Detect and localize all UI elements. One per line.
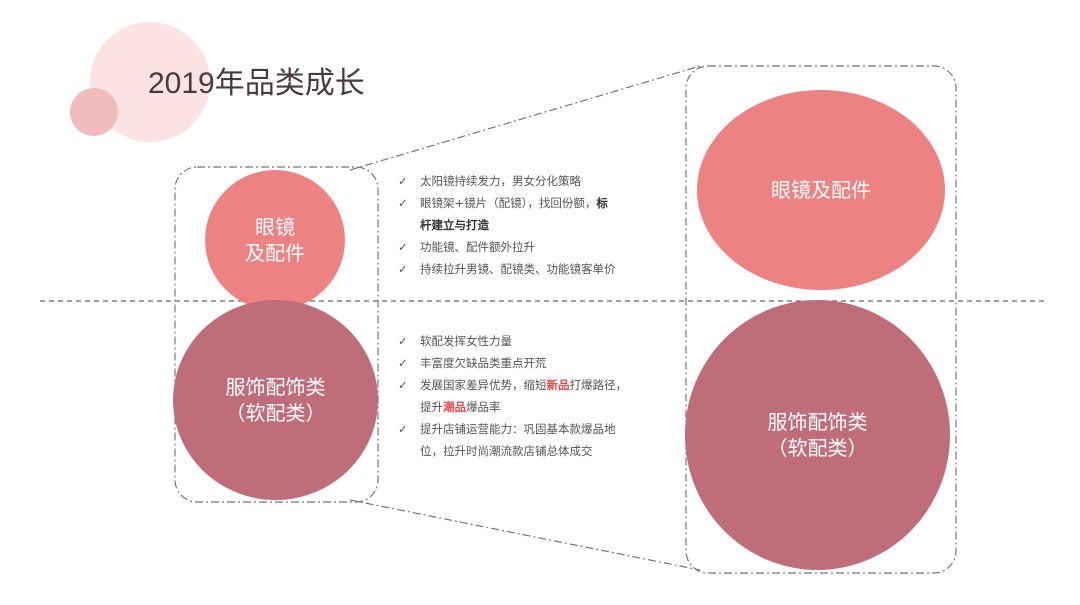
- check-icon: ✓: [398, 196, 408, 210]
- highlight-new-products: 新品: [546, 378, 570, 392]
- glasses-label-large: 眼镜及配件: [771, 178, 871, 202]
- page-title: 2019年品类成长: [148, 67, 365, 100]
- big-group-frame: [685, 65, 957, 574]
- glasses-circle-small: 眼镜 及配件: [205, 170, 345, 310]
- zoom-line-bottom: [349, 499, 701, 571]
- glasses-label-line1: 眼镜: [255, 215, 295, 239]
- apparel-bullet-list: ✓ 软配发挥女性力量 ✓ 丰富度欠缺品类重点开荒 ✓ 发展国家差异优势，缩短新品…: [398, 330, 670, 462]
- list-item: ✓ 提升店铺运营能力：巩固基本款爆品地 位，拉升时尚潮流款店铺总体成交: [398, 418, 670, 462]
- check-icon: ✓: [398, 356, 408, 370]
- highlight-trend-products: 潮品: [443, 400, 466, 414]
- glasses-bullet-list: ✓ 太阳镜持续发力，男女分化策略 ✓ 眼镜架+镜片（配镜），找回份额，标杆建立与…: [398, 170, 670, 280]
- list-item: ✓ 眼镜架+镜片（配镜），找回份额，标杆建立与打造: [398, 192, 670, 236]
- check-icon: ✓: [398, 174, 408, 188]
- list-item: ✓ 太阳镜持续发力，男女分化策略: [398, 170, 670, 192]
- list-item: ✓ 软配发挥女性力量: [398, 330, 670, 352]
- apparel-label-line1: 服饰配饰类: [225, 375, 326, 399]
- list-item: ✓ 丰富度欠缺品类重点开荒: [398, 352, 670, 374]
- list-item: ✓ 持续拉升男镜、配镜类、功能镜客单价: [398, 258, 670, 280]
- apparel-label-line2: （软配类）: [225, 401, 326, 425]
- check-icon: ✓: [398, 334, 408, 348]
- decor-circle-small: [70, 88, 118, 136]
- check-icon: ✓: [398, 240, 408, 254]
- check-icon: ✓: [398, 262, 408, 276]
- apparel-label-large-line2: （软配类）: [767, 436, 868, 460]
- zoom-line-top: [349, 65, 701, 171]
- list-item: ✓ 发展国家差异优势，缩短新品打爆路径， 提升潮品爆品率: [398, 374, 670, 418]
- glasses-circle-large: 眼镜及配件: [697, 90, 945, 290]
- check-icon: ✓: [398, 422, 408, 436]
- check-icon: ✓: [398, 378, 408, 392]
- apparel-circle-small: 服饰配饰类 （软配类）: [173, 300, 378, 500]
- glasses-label-line2: 及配件: [245, 241, 305, 265]
- apparel-label-large-line1: 服饰配饰类: [767, 410, 868, 434]
- small-group-frame: [174, 166, 379, 503]
- list-item: ✓ 功能镜、配件额外拉升: [398, 236, 670, 258]
- apparel-circle-large: 服饰配饰类 （软配类）: [685, 300, 950, 570]
